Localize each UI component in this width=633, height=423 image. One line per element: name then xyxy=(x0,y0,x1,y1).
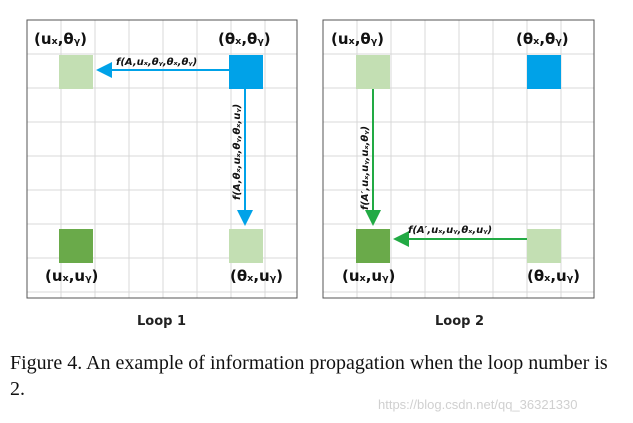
func-label-vertical-1: f(A,θₓ,uₓ,θᵧ,θₓ,uᵧ) xyxy=(232,104,243,200)
cell-thetax-uy xyxy=(229,229,263,263)
loop-2-label: Loop 2 xyxy=(435,314,484,329)
loop-1-label: Loop 1 xyxy=(137,314,186,329)
cell-ux-thetay-2 xyxy=(356,55,390,89)
label-corner-tr: (θₓ,θᵧ) xyxy=(218,30,271,48)
func-label-horizontal-2: f(A′,uₓ,uᵧ,θₓ,uᵧ) xyxy=(408,225,492,236)
label-corner-tl: (uₓ,θᵧ) xyxy=(34,30,87,48)
label-corner-bl: (uₓ,uᵧ) xyxy=(45,267,98,285)
func-label-horizontal-1: f(A,uₓ,θᵧ,θₓ,θᵧ) xyxy=(116,57,197,68)
panel-loop-2: (uₓ,θᵧ) (θₓ,θᵧ) (uₓ,uᵧ) (θₓ,uᵧ) f(A′,uₓ,… xyxy=(322,19,595,329)
label-corner-tr-2: (θₓ,θᵧ) xyxy=(516,30,569,48)
cell-thetax-thetay xyxy=(229,55,263,89)
cell-thetax-thetay-2 xyxy=(527,55,561,89)
cell-thetax-uy-2 xyxy=(527,229,561,263)
func-label-vertical-2: f(A′,uₓ,uᵧ,uₓ,θᵧ) xyxy=(360,126,371,210)
panel-2-frame xyxy=(322,19,595,299)
watermark: https://blog.csdn.net/qq_36321330 xyxy=(378,397,578,412)
label-corner-tl-2: (uₓ,θᵧ) xyxy=(331,30,384,48)
panel-1-frame xyxy=(26,19,298,299)
panel-loop-1: (uₓ,θᵧ) (θₓ,θᵧ) (uₓ,uᵧ) (θₓ,uᵧ) f(A,uₓ,θ… xyxy=(26,19,298,329)
cell-ux-uy xyxy=(59,229,93,263)
label-corner-br: (θₓ,uᵧ) xyxy=(230,267,283,285)
figure-caption: Figure 4. An example of information prop… xyxy=(10,352,608,400)
label-corner-br-2: (θₓ,uᵧ) xyxy=(527,267,580,285)
cell-ux-thetay xyxy=(59,55,93,89)
cell-ux-uy-2 xyxy=(356,229,390,263)
label-corner-bl-2: (uₓ,uᵧ) xyxy=(342,267,395,285)
